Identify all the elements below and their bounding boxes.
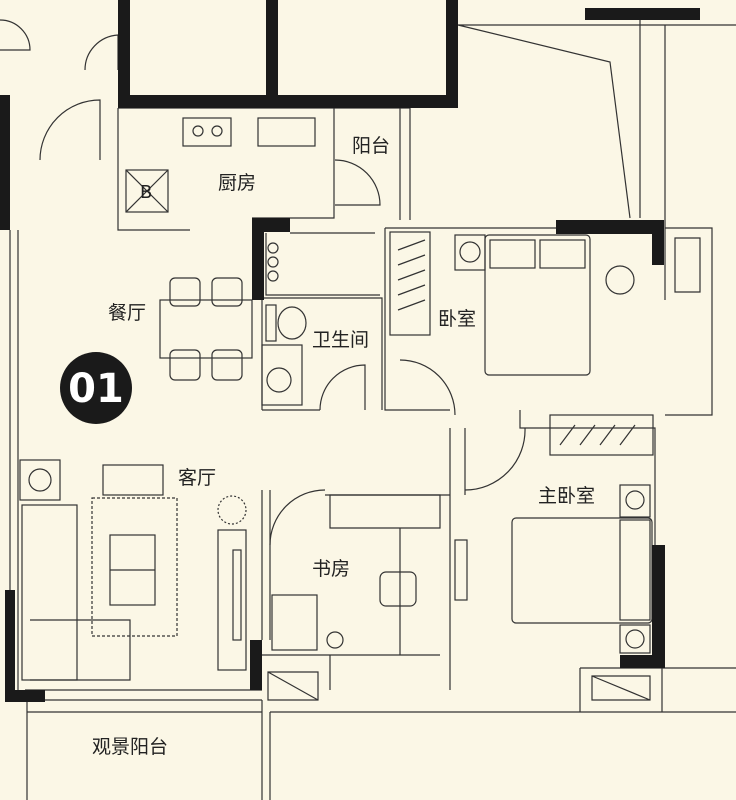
label-master-bedroom: 主卧室 [538, 485, 595, 507]
chair-icon [379, 571, 417, 607]
study-desk [271, 594, 318, 651]
label-dining: 餐厅 [108, 302, 146, 324]
svg-text:B: B [140, 182, 152, 203]
furniture: B [19, 117, 654, 701]
unit-badge-label: 01 [68, 366, 124, 412]
wardrobe [389, 231, 431, 336]
label-view-balcony: 观景阳台 [92, 736, 168, 758]
label-bathroom: 卫生间 [312, 329, 369, 351]
master-wardrobe [549, 414, 654, 456]
sink-icon [257, 117, 316, 147]
rug [91, 497, 178, 637]
label-study: 书房 [312, 558, 350, 580]
stove-icon [182, 117, 232, 147]
doors [0, 19, 526, 546]
bed [484, 234, 591, 376]
unit-badge [60, 352, 132, 424]
dining-table [159, 299, 253, 359]
toilet-icon [277, 306, 307, 340]
label-living: 客厅 [178, 467, 216, 489]
tv-cabinet [217, 529, 247, 671]
label-balcony: 阳台 [352, 135, 390, 157]
label-kitchen: 厨房 [218, 172, 256, 194]
label-bedroom: 卧室 [438, 308, 476, 330]
walls [0, 0, 700, 702]
